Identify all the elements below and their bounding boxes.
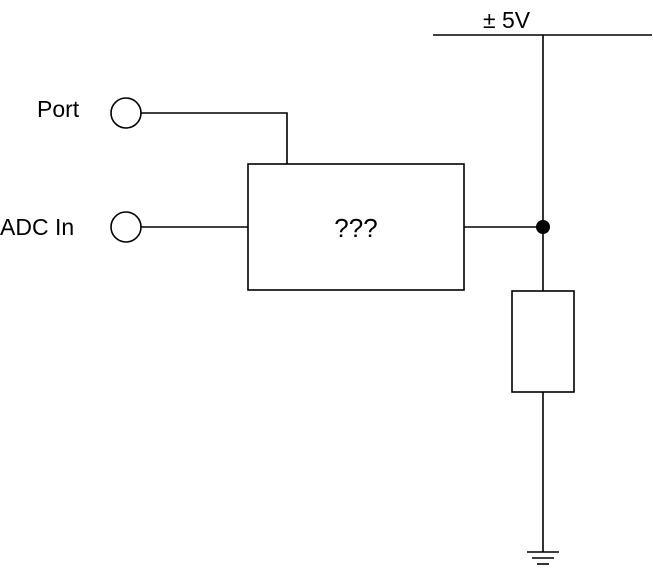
port-terminal-circle [110, 97, 142, 129]
junction-dot [536, 220, 550, 234]
supply-rail: ± 5V [433, 7, 652, 36]
unknown-block-label: ??? [334, 213, 377, 243]
port-wire [141, 112, 288, 164]
adc-in-terminal: ADC In [0, 211, 248, 243]
unknown-block: ??? [247, 163, 465, 291]
adc-in-terminal-circle [110, 211, 142, 243]
port-terminal: Port [37, 96, 288, 164]
ground-icon [527, 551, 559, 565]
supply-label: ± 5V [483, 7, 531, 33]
resistor [511, 290, 575, 393]
port-label: Port [37, 96, 80, 122]
adc-in-label: ADC In [0, 214, 74, 240]
